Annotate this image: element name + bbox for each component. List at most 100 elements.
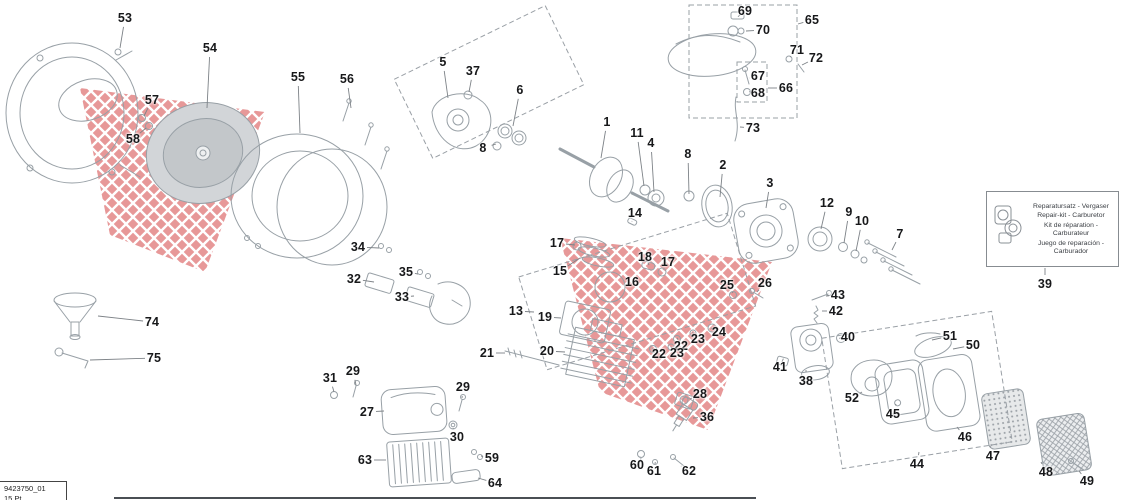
- part-callout-62-68: 62: [681, 464, 697, 478]
- leader-line-5-6: [443, 70, 449, 99]
- leader-line-12-26: [820, 211, 826, 230]
- part-callout-66-24: 66: [778, 81, 794, 95]
- part-callout-12-26: 12: [819, 196, 835, 210]
- part-callout-55-2: 55: [290, 70, 306, 84]
- part-callout-31-56: 31: [322, 371, 338, 385]
- leader-line-20-53: [555, 351, 566, 353]
- leader-line-23-50: [670, 346, 673, 349]
- part-callout-52-73: 52: [844, 391, 860, 405]
- leader-line-28-64: [689, 397, 693, 400]
- part-callout-21-52: 21: [479, 346, 495, 360]
- part-piston-group: [572, 236, 667, 303]
- part-spark-plug: [672, 396, 699, 432]
- leader-line-23-48: [692, 331, 695, 335]
- leader-line-51-71: [931, 337, 942, 341]
- leader-line-10-28: [855, 229, 861, 252]
- leader-line-13-40: [524, 311, 535, 313]
- leader-line-49-79: [1078, 470, 1082, 475]
- part-callout-19-41: 19: [537, 310, 553, 324]
- part-callout-48-78: 48: [1038, 465, 1054, 479]
- part-callout-35-33: 35: [398, 265, 414, 279]
- part-callout-8-13: 8: [684, 147, 692, 161]
- legend-text: Reparatursatz - Vergaser Repair-kit - Ca…: [1027, 203, 1115, 256]
- leader-line-11-11: [637, 141, 645, 187]
- part-filter-grid: [1036, 412, 1092, 477]
- leader-line-31-56: [332, 386, 335, 393]
- part-callout-25-42: 25: [719, 278, 735, 292]
- part-shell-fasteners: [451, 449, 483, 484]
- part-callout-23-50: 23: [669, 346, 685, 360]
- part-crankcase-half: [733, 198, 799, 264]
- legend-carburetor-icon: [994, 205, 1022, 244]
- part-callout-29-59: 29: [455, 380, 471, 394]
- part-carburetor-fittings: [776, 290, 846, 367]
- part-muffler: [380, 385, 448, 436]
- part-callout-67-22: 67: [750, 69, 766, 83]
- part-callout-20-53: 20: [539, 344, 555, 358]
- legend-line-fr: Kit de réparation - Carburateur: [1043, 222, 1099, 237]
- part-intake-elbow: [431, 90, 492, 150]
- part-airbox-elbow: [850, 359, 893, 397]
- part-callout-46-75: 46: [957, 430, 973, 444]
- leader-line-35-33: [414, 273, 419, 275]
- leader-line-24-47: [710, 327, 714, 330]
- footer-corner-rule-v: [66, 481, 67, 500]
- part-callout-69-17: 69: [737, 4, 753, 18]
- part-screws-60-62: [637, 450, 685, 467]
- part-callout-53-0: 53: [117, 11, 133, 25]
- part-callout-51-71: 51: [942, 329, 958, 343]
- part-callout-4-12: 4: [647, 136, 655, 150]
- leader-line-53-0: [119, 26, 124, 49]
- part-callout-42-45: 42: [828, 304, 844, 318]
- legend-line-en: Repair-kit - Carburetor: [1037, 212, 1105, 220]
- leader-line-41-70: [781, 358, 784, 363]
- part-callout-32-32: 32: [346, 272, 362, 286]
- legend-line-de: Reparatursatz - Vergaser: [1033, 202, 1109, 210]
- part-callout-24-47: 24: [711, 325, 727, 339]
- part-fasteners-22-26: [649, 288, 764, 353]
- part-callout-7-29: 7: [896, 227, 904, 241]
- part-stud: [504, 347, 560, 366]
- part-cylinder-gasket: [559, 300, 611, 344]
- repair-kit-legend-box: Reparatursatz - Vergaser Repair-kit - Ca…: [986, 191, 1119, 267]
- part-callout-3-15: 3: [766, 176, 774, 190]
- part-oil-seal: [807, 226, 868, 264]
- part-callout-27-58: 27: [359, 405, 375, 419]
- leader-line-29-57: [354, 379, 357, 386]
- part-airbox-housing: [917, 353, 981, 432]
- part-callout-26-43: 26: [757, 276, 773, 290]
- part-callout-16-39: 16: [624, 275, 640, 289]
- leader-line-37-7: [468, 79, 472, 93]
- part-callout-72-21: 72: [808, 51, 824, 65]
- leader-line-55-2: [297, 85, 301, 134]
- leader-line-8-13: [687, 162, 690, 195]
- leader-line-58-5: [139, 127, 147, 134]
- part-callout-37-7: 37: [465, 64, 481, 78]
- part-callout-39-30: 39: [1037, 277, 1053, 291]
- part-callout-44-76: 44: [909, 457, 925, 471]
- part-crankcase-gasket: [701, 184, 733, 228]
- part-callout-17-35: 17: [549, 236, 565, 250]
- part-callout-5-6: 5: [439, 55, 447, 69]
- part-callout-49-79: 49: [1079, 474, 1095, 488]
- part-callout-54-1: 54: [202, 41, 218, 55]
- part-callout-57-4: 57: [144, 93, 160, 107]
- bottom-edge-rule: [114, 497, 756, 499]
- part-callout-65-19: 65: [804, 13, 820, 27]
- leader-line-26-43: [756, 289, 760, 293]
- leader-line-32-32: [362, 279, 375, 283]
- part-callout-28-64: 28: [692, 387, 708, 401]
- part-callout-15-36: 15: [552, 264, 568, 278]
- leader-line-44-76: [918, 451, 920, 456]
- part-cylinder: [560, 318, 640, 388]
- part-funnel: [53, 292, 97, 340]
- document-pt: 15 Pt: [4, 493, 22, 500]
- part-seals: [492, 123, 695, 202]
- part-callout-11-11: 11: [630, 126, 644, 140]
- part-callout-41-70: 41: [772, 360, 788, 374]
- part-callout-33-34: 33: [394, 290, 410, 304]
- part-starter-pulley: [145, 102, 261, 204]
- part-callout-47-77: 47: [985, 449, 1001, 463]
- leader-line-54-1: [206, 56, 211, 109]
- leader-line-50-72: [952, 346, 965, 350]
